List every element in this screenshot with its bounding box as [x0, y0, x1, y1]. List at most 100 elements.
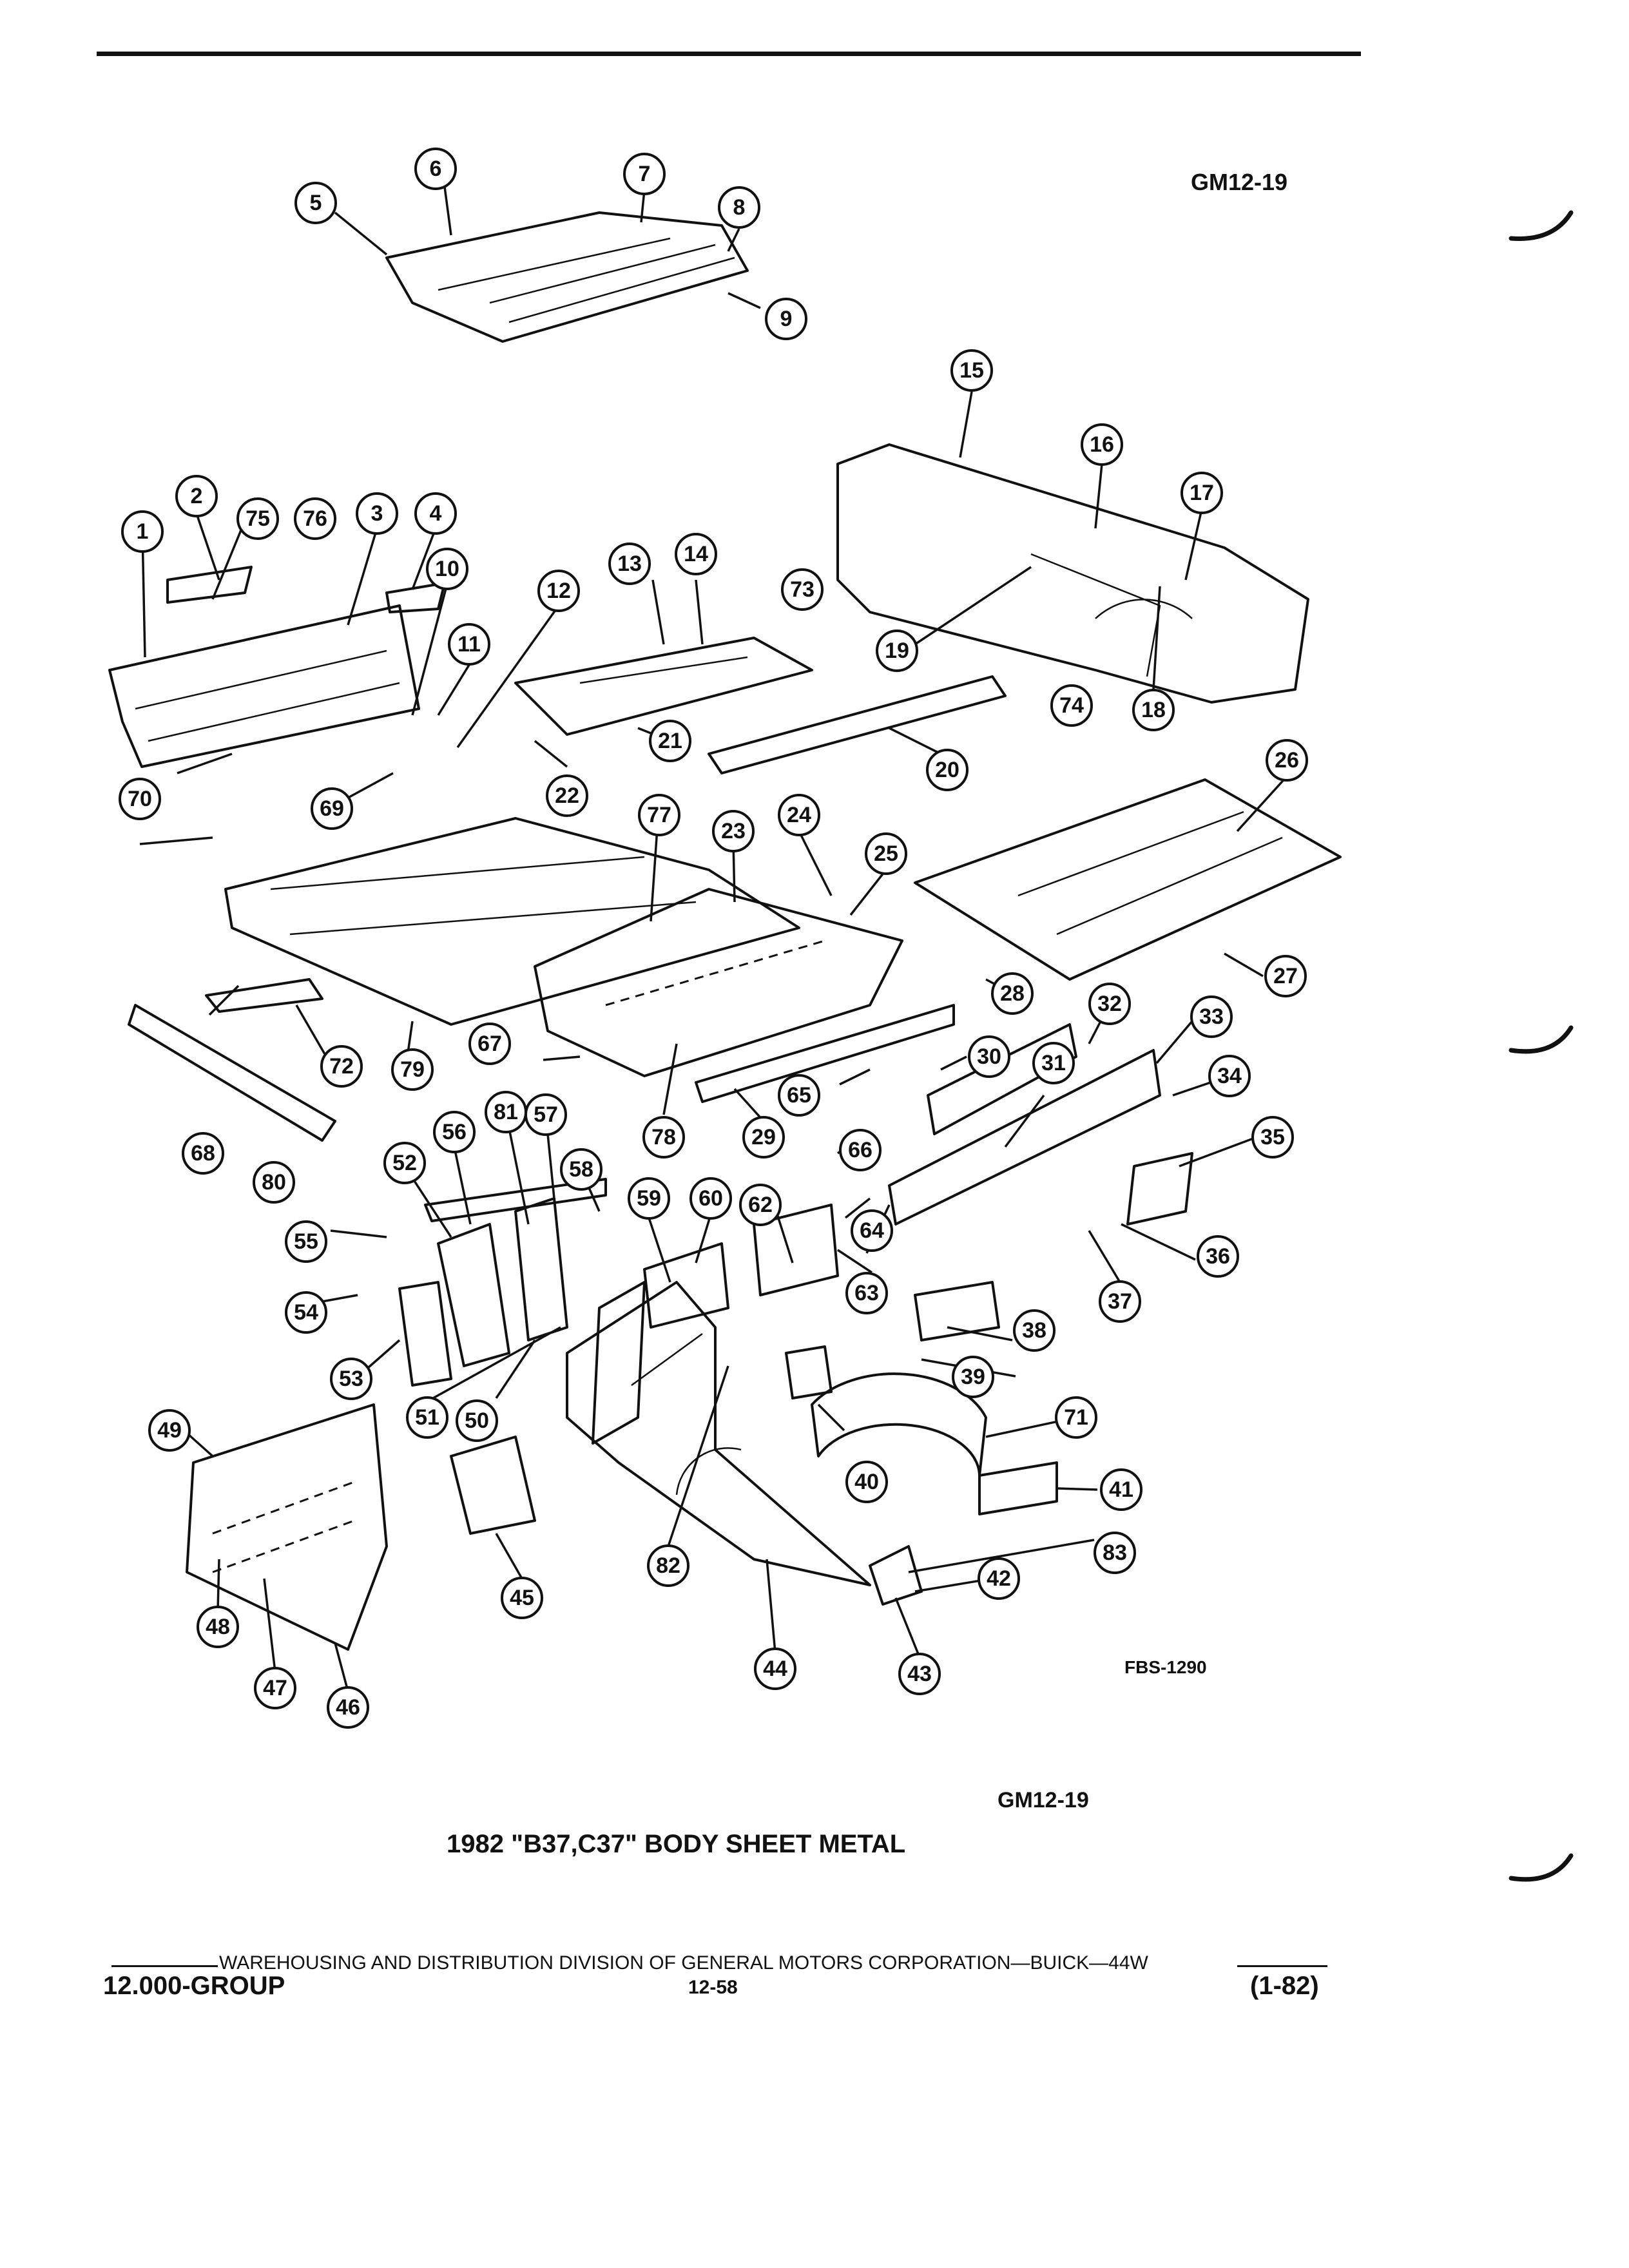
callout-label: 53: [339, 1367, 363, 1391]
callout-21: 21: [649, 720, 691, 762]
callout-60: 60: [689, 1177, 732, 1220]
callout-label: 20: [935, 758, 959, 782]
callout-79: 79: [391, 1048, 434, 1091]
callout-label: 54: [294, 1300, 318, 1325]
callout-label: 36: [1206, 1244, 1230, 1269]
rear-wheelhouse: [811, 1372, 987, 1477]
callout-label: 7: [639, 162, 651, 186]
callout-label: 2: [191, 484, 203, 508]
callout-3: 3: [356, 492, 398, 535]
callout-label: 32: [1097, 992, 1122, 1016]
callout-14: 14: [675, 533, 717, 575]
floor-crossbar: [205, 978, 323, 1013]
lock-pillar: [592, 1281, 646, 1445]
callout-25: 25: [865, 832, 907, 875]
leader-lines: [139, 186, 1288, 1692]
callout-label: 22: [555, 783, 579, 808]
callout-42: 42: [978, 1557, 1020, 1600]
footer-date: (1-82): [1250, 1972, 1319, 2000]
callout-39: 39: [952, 1356, 994, 1398]
callout-83: 83: [1094, 1532, 1136, 1574]
callout-label: 24: [787, 803, 811, 827]
body-side-frame: [836, 443, 1309, 704]
callout-11: 11: [448, 623, 490, 666]
callout-53: 53: [330, 1358, 372, 1400]
callout-label: 11: [458, 632, 481, 657]
callout-40: 40: [845, 1461, 888, 1503]
callout-54: 54: [285, 1291, 327, 1334]
callout-1: 1: [121, 510, 164, 553]
rear-end-panel: [888, 1049, 1161, 1225]
callout-23: 23: [712, 810, 755, 852]
quarter-extension: [914, 1281, 1000, 1341]
footer-group: 12.000-GROUP: [103, 1972, 285, 2000]
callout-5: 5: [294, 182, 337, 224]
callout-45: 45: [501, 1577, 543, 1619]
callout-59: 59: [628, 1177, 670, 1220]
callout-66: 66: [839, 1129, 882, 1171]
callout-label: 82: [656, 1553, 680, 1578]
callout-label: 5: [310, 191, 322, 215]
callout-56: 56: [433, 1111, 476, 1153]
footer-page-number: 12-58: [688, 1977, 738, 1998]
callout-label: 79: [400, 1057, 425, 1082]
callout-70: 70: [119, 778, 161, 820]
top-rule: [97, 52, 1361, 56]
callout-label: 75: [246, 506, 270, 531]
callout-label: 48: [206, 1615, 230, 1639]
callout-label: 59: [637, 1186, 661, 1211]
callout-16: 16: [1081, 423, 1123, 466]
callout-label: 67: [477, 1032, 502, 1056]
callout-6: 6: [414, 148, 457, 190]
callout-69: 69: [311, 787, 353, 830]
callout-label: 70: [128, 787, 152, 811]
callout-9: 9: [765, 298, 807, 340]
callout-label: 30: [977, 1044, 1001, 1069]
hinge-pillar: [398, 1281, 452, 1387]
callout-78: 78: [642, 1116, 685, 1158]
callout-label: 42: [987, 1566, 1011, 1591]
callout-77: 77: [638, 794, 680, 836]
callout-label: 66: [848, 1138, 872, 1162]
callout-73: 73: [781, 568, 824, 611]
rear-shelf-support: [753, 1204, 839, 1296]
callout-label: 50: [465, 1408, 489, 1433]
callout-label: 35: [1260, 1125, 1285, 1149]
callout-label: 14: [684, 542, 708, 566]
callout-label: 43: [907, 1662, 932, 1686]
callout-29: 29: [742, 1116, 785, 1158]
callout-38: 38: [1013, 1309, 1055, 1352]
callout-80: 80: [253, 1161, 295, 1204]
callout-label: 78: [651, 1125, 676, 1149]
callout-label: 83: [1103, 1541, 1127, 1565]
callout-label: 60: [699, 1186, 723, 1211]
callout-33: 33: [1190, 995, 1233, 1038]
callout-label: 10: [435, 557, 459, 581]
callout-18: 18: [1132, 689, 1175, 731]
callout-label: 16: [1090, 432, 1114, 457]
part-outlines: [108, 211, 1342, 1651]
callout-68: 68: [182, 1132, 224, 1175]
callout-label: 63: [854, 1281, 879, 1305]
callout-49: 49: [148, 1409, 191, 1452]
callout-41: 41: [1100, 1468, 1142, 1511]
callout-label: 71: [1064, 1405, 1088, 1430]
rear-shelf-panel: [514, 637, 813, 736]
wheelhouse-extension: [978, 1461, 1058, 1515]
callout-26: 26: [1266, 739, 1308, 782]
footer-rule-right: [1237, 1965, 1327, 1967]
diagram-reference: FBS-1290: [1124, 1657, 1207, 1677]
callout-label: 38: [1022, 1318, 1046, 1343]
front-body-pillar: [437, 1223, 510, 1367]
callout-label: 6: [430, 157, 442, 181]
callout-label: 19: [885, 639, 909, 663]
callout-label: 68: [191, 1141, 215, 1166]
callout-8: 8: [718, 186, 760, 229]
quarter-end: [869, 1545, 923, 1606]
callout-label: 23: [721, 819, 746, 843]
callout-label: 41: [1109, 1477, 1133, 1502]
callout-12: 12: [537, 570, 580, 612]
rear-floor-pan: [534, 888, 903, 1077]
